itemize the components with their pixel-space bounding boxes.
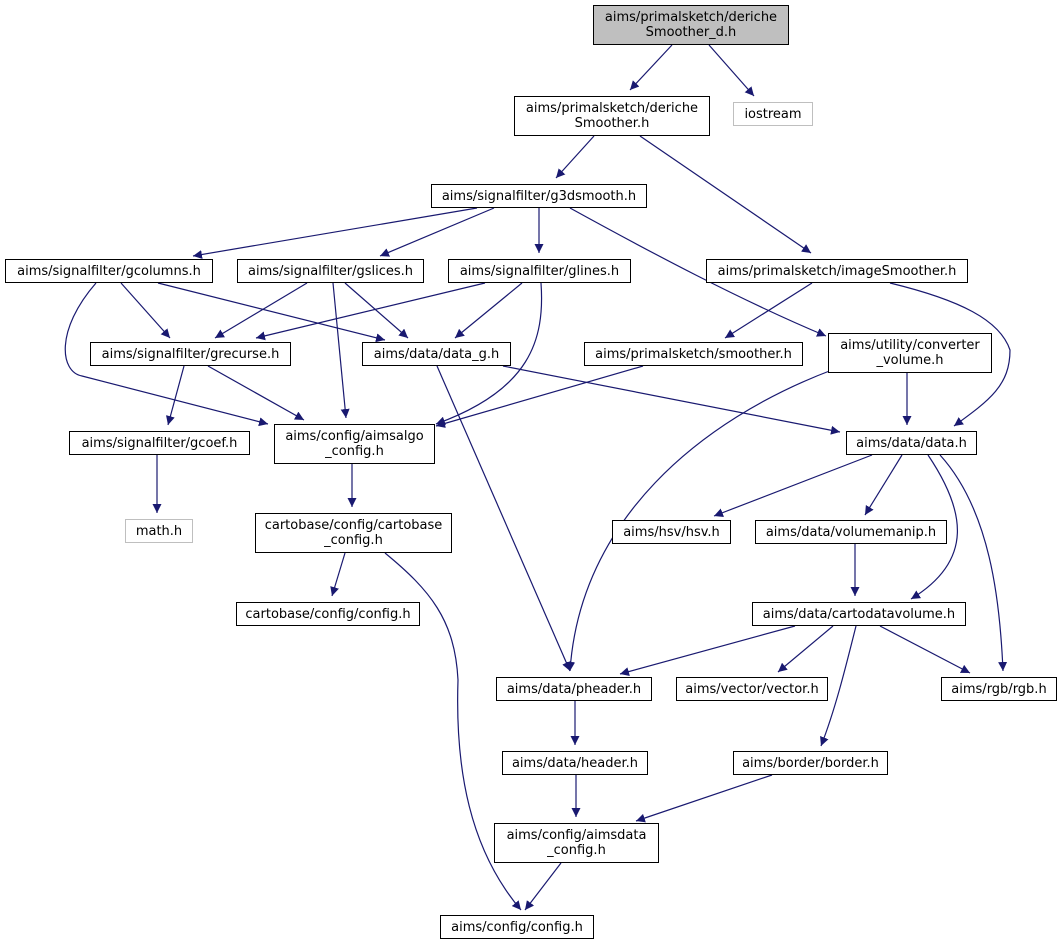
node-n11[interactable]: aims/primalsketch/smoother.h: [584, 342, 803, 366]
edge-n7-n10: [454, 282, 523, 339]
node-n26[interactable]: aims/border/border.h: [733, 751, 888, 775]
node-label: aims/primalsketch/imageSmoother.h: [717, 263, 957, 279]
edge-n10-n15: [502, 365, 841, 435]
edge-n21-n22: [619, 625, 796, 676]
edge-n17-n28: [384, 552, 522, 911]
node-label: aims/primalsketch/smoother.h: [595, 346, 792, 362]
edge-n15-n19: [864, 454, 903, 516]
node-n25[interactable]: aims/data/header.h: [502, 751, 648, 775]
edge-n26-n27: [635, 774, 773, 823]
node-n10[interactable]: aims/data/data_g.h: [362, 342, 511, 366]
node-n17[interactable]: cartobase/config/cartobase _config.h: [255, 513, 452, 553]
node-n3[interactable]: iostream: [733, 102, 813, 126]
node-n23[interactable]: aims/vector/vector.h: [676, 677, 828, 701]
edge-n11-n14: [435, 365, 644, 428]
node-label: aims/vector/vector.h: [685, 681, 819, 697]
edge-n9-n13: [166, 365, 185, 426]
edge-n4-n6: [379, 207, 495, 257]
node-label: aims/signalfilter/gslices.h: [247, 263, 413, 279]
edge-n6-n9: [214, 282, 308, 339]
node-n15[interactable]: aims/data/data.h: [846, 431, 977, 455]
node-n1[interactable]: aims/primalsketch/deriche Smoother_d.h: [593, 5, 789, 45]
node-label: aims/signalfilter/g3dsmooth.h: [441, 188, 637, 204]
edge-n2-n4: [555, 135, 595, 179]
edge-n17-n20: [330, 552, 346, 597]
edge-n1-n2: [629, 44, 673, 91]
edge-n5-n9: [120, 282, 171, 339]
edge-n12-n22: [566, 369, 833, 672]
node-label: aims/data/data_g.h: [373, 346, 500, 362]
node-label: aims/config/aimsalgo _config.h: [285, 429, 424, 459]
edge-n21-n26: [820, 625, 857, 747]
node-label: cartobase/config/config.h: [245, 606, 411, 622]
node-n2[interactable]: aims/primalsketch/deriche Smoother.h: [514, 96, 710, 136]
edge-n8-n11: [724, 282, 813, 339]
edges-layer: [64, 44, 1011, 911]
edge-n4-n12: [569, 207, 827, 337]
node-n19[interactable]: aims/data/volumemanip.h: [755, 520, 947, 544]
node-label: aims/data/volumemanip.h: [765, 524, 937, 540]
node-label: aims/data/data.h: [856, 435, 967, 451]
node-n16[interactable]: math.h: [125, 519, 193, 543]
node-n28[interactable]: aims/config/config.h: [440, 915, 594, 939]
edge-n6-n14: [332, 282, 350, 419]
edge-n6-n10: [344, 282, 409, 339]
node-label: cartobase/config/cartobase _config.h: [264, 518, 443, 548]
node-n14[interactable]: aims/config/aimsalgo _config.h: [274, 424, 435, 464]
edge-n7-n9: [255, 282, 486, 341]
node-n9[interactable]: aims/signalfilter/grecurse.h: [90, 342, 291, 366]
node-label: aims/signalfilter/grecurse.h: [101, 346, 280, 362]
node-n12[interactable]: aims/utility/converter _volume.h: [828, 333, 992, 373]
node-n27[interactable]: aims/config/aimsdata _config.h: [494, 823, 659, 863]
node-n4[interactable]: aims/signalfilter/g3dsmooth.h: [431, 184, 647, 208]
node-n8[interactable]: aims/primalsketch/imageSmoother.h: [706, 259, 968, 283]
edge-n5-n14: [64, 282, 269, 427]
edge-n4-n5: [192, 207, 478, 259]
edge-n21-n23: [777, 625, 834, 673]
edge-n1-n3: [708, 44, 755, 97]
node-label: aims/config/aimsdata _config.h: [506, 828, 647, 858]
node-label: math.h: [135, 523, 183, 539]
node-label: iostream: [744, 106, 802, 122]
edge-n15-n18: [713, 454, 873, 517]
edge-n7-n14: [435, 282, 543, 426]
node-n5[interactable]: aims/signalfilter/gcolumns.h: [5, 259, 213, 283]
node-n6[interactable]: aims/signalfilter/gslices.h: [237, 259, 424, 283]
node-label: aims/hsv/hsv.h: [623, 524, 720, 540]
node-n24[interactable]: aims/rgb/rgb.h: [941, 677, 1057, 701]
node-label: aims/primalsketch/deriche Smoother.h: [525, 101, 699, 131]
node-label: aims/config/config.h: [451, 919, 583, 935]
node-label: aims/rgb/rgb.h: [951, 681, 1047, 697]
node-label: aims/data/cartodatavolume.h: [762, 606, 956, 622]
node-label: aims/border/border.h: [742, 755, 879, 771]
node-label: aims/data/header.h: [511, 755, 639, 771]
node-n21[interactable]: aims/data/cartodatavolume.h: [752, 602, 966, 626]
node-n18[interactable]: aims/hsv/hsv.h: [612, 520, 731, 544]
edge-n27-n28: [524, 862, 562, 911]
node-label: aims/signalfilter/glines.h: [459, 263, 620, 279]
node-label: aims/data/pheader.h: [506, 681, 642, 697]
node-n22[interactable]: aims/data/pheader.h: [496, 677, 652, 701]
node-n20[interactable]: cartobase/config/config.h: [236, 602, 420, 626]
edge-n15-n24: [939, 454, 1008, 672]
edge-n10-n22: [436, 365, 571, 672]
node-label: aims/primalsketch/deriche Smoother_d.h: [604, 10, 778, 40]
edge-n8-n15: [889, 282, 1011, 427]
node-label: aims/utility/converter _volume.h: [840, 338, 980, 368]
edge-n2-n8: [639, 135, 812, 254]
node-n7[interactable]: aims/signalfilter/glines.h: [448, 259, 631, 283]
node-label: aims/signalfilter/gcolumns.h: [17, 263, 201, 279]
edge-n15-n21: [910, 454, 958, 600]
edge-n9-n14: [207, 365, 305, 421]
edge-n21-n24: [879, 625, 971, 674]
node-n13[interactable]: aims/signalfilter/gcoef.h: [69, 431, 250, 455]
edge-n5-n10: [157, 282, 386, 343]
node-label: aims/signalfilter/gcoef.h: [81, 435, 238, 451]
